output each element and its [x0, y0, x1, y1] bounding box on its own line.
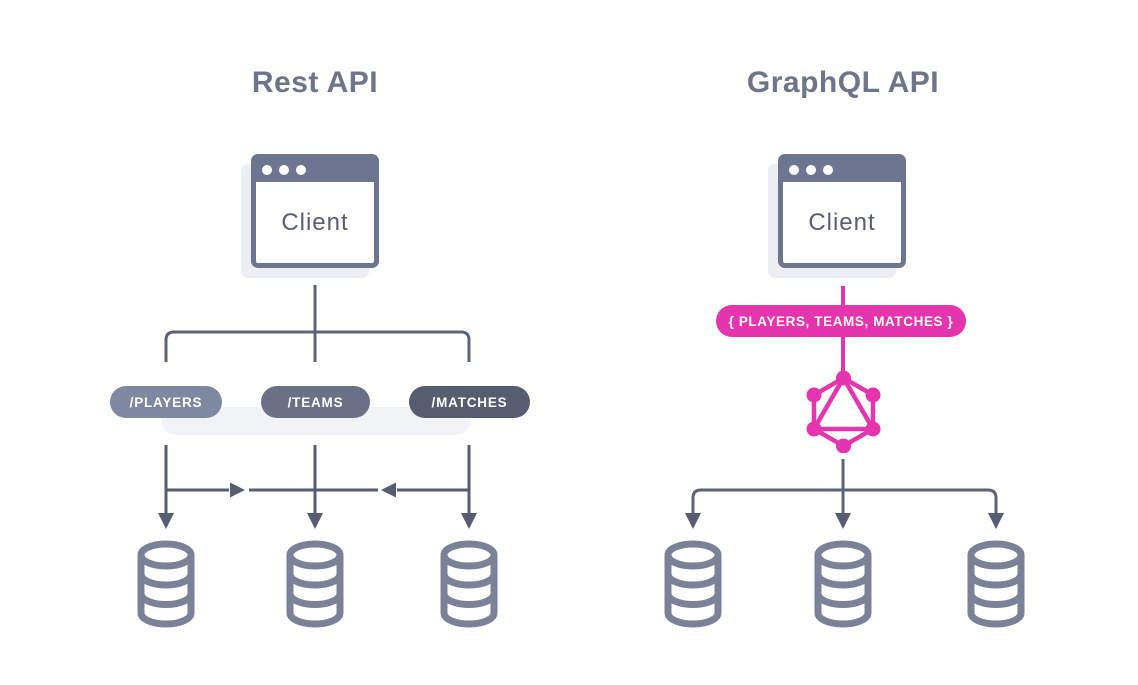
rest-api-title: Rest API	[251, 66, 379, 99]
window-dot-icon	[262, 165, 272, 175]
window-dot-icon	[789, 165, 799, 175]
database-icon	[137, 540, 195, 628]
endpoint-pill-teams: /TEAMS	[261, 386, 370, 418]
window-dot-icon	[823, 165, 833, 175]
window-dot-icon	[806, 165, 816, 175]
rest-branch-lines	[164, 285, 471, 362]
endpoint-pill-matches: /MATCHES	[409, 386, 530, 418]
graphql-client-window: Client	[778, 154, 906, 268]
rest-arrow-lines	[164, 445, 471, 517]
window-dot-icon	[279, 165, 289, 175]
browser-titlebar	[782, 158, 902, 182]
database-icon	[664, 540, 722, 628]
rest-client-label: Client	[281, 208, 349, 236]
window-dot-icon	[296, 165, 306, 175]
graphql-branch-lines	[691, 459, 998, 517]
rest-arrowheads	[158, 482, 477, 529]
rest-client-window: Client	[251, 154, 379, 268]
graphql-query-pill: { PLAYERS, TEAMS, MATCHES }	[716, 305, 966, 337]
graphql-client-label: Client	[808, 208, 876, 236]
database-icon	[814, 540, 872, 628]
database-icon	[967, 540, 1025, 628]
graphql-arrowheads	[685, 513, 1004, 529]
database-icon	[440, 540, 498, 628]
browser-titlebar	[255, 158, 375, 182]
database-icon	[286, 540, 344, 628]
graphql-logo-icon	[806, 371, 881, 453]
endpoint-pill-players: /PLAYERS	[110, 386, 222, 418]
graphql-api-title: GraphQL API	[746, 66, 940, 99]
